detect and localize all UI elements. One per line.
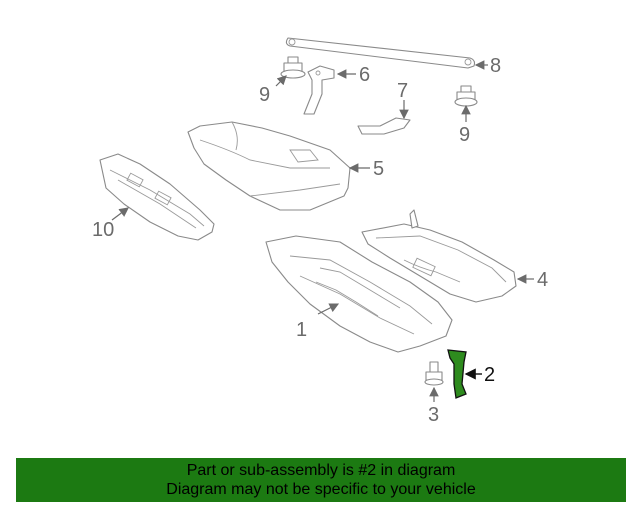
part-6-bracket xyxy=(303,65,335,115)
part-5-splash-shield xyxy=(187,121,351,211)
callout-7: 7 xyxy=(397,80,408,102)
part-3-bolt xyxy=(424,361,444,386)
callout-3: 3 xyxy=(428,404,439,426)
callout-2: 2 xyxy=(484,364,495,386)
part-7-bracket xyxy=(357,117,411,135)
callout-8: 8 xyxy=(490,55,501,77)
part-4-lower-cover xyxy=(361,209,517,303)
callout-10: 10 xyxy=(92,219,114,241)
callout-9-right: 9 xyxy=(459,124,470,146)
part-9-bolt-left xyxy=(280,56,306,79)
callout-5: 5 xyxy=(373,158,384,180)
part-10-side-cover xyxy=(99,153,215,241)
part-8-strut-bar xyxy=(285,37,476,69)
parts-diagram: 1 2 3 4 5 6 7 8 9 9 10 xyxy=(92,37,548,426)
callout-9-left: 9 xyxy=(259,84,270,106)
part-9-bolt-right xyxy=(454,85,478,107)
callout-6: 6 xyxy=(359,64,370,86)
callout-1: 1 xyxy=(296,319,307,341)
leader-1 xyxy=(317,303,340,315)
footer-banner: Part or sub-assembly is #2 in diagram Di… xyxy=(16,458,626,502)
callout-4: 4 xyxy=(537,269,548,291)
footer-line-disclaimer: Diagram may not be specific to your vehi… xyxy=(166,481,476,498)
leader-9a xyxy=(275,75,287,87)
part-2-bracket-highlighted xyxy=(447,349,467,399)
footer-line-part: Part or sub-assembly is #2 in diagram xyxy=(186,462,456,479)
leader-10 xyxy=(111,207,129,221)
part-1-underbody-panel xyxy=(265,235,453,353)
